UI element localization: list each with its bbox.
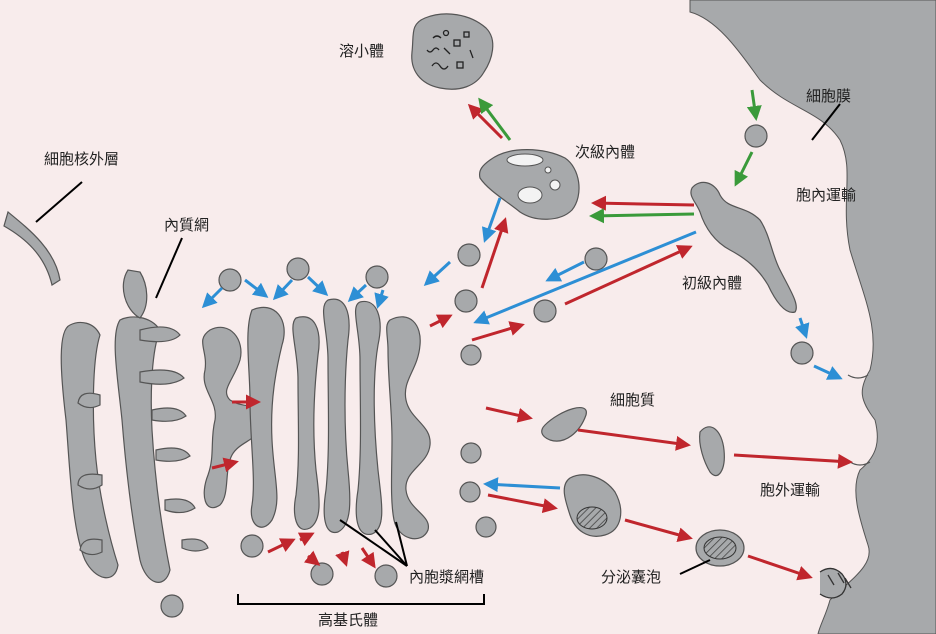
label-nuclear-outer-membrane: 細胞核外層 xyxy=(44,148,119,169)
label-cell-membrane: 細胞膜 xyxy=(806,85,851,106)
label-cytoplasm: 細胞質 xyxy=(610,389,655,410)
vesicle xyxy=(458,244,480,266)
label-exocytosis: 胞外運輸 xyxy=(760,479,820,500)
vesicle xyxy=(241,535,263,557)
lysosome xyxy=(412,14,493,89)
label-endocytosis: 胞內運輸 xyxy=(796,184,856,205)
cytoplasm-vesicle xyxy=(542,408,587,442)
label-secretory-vesicle: 分泌囊泡 xyxy=(601,566,661,587)
label-er: 內質網 xyxy=(164,214,209,235)
vesicle xyxy=(534,300,556,322)
late-endosome xyxy=(480,150,579,220)
label-late-endosome: 次級內體 xyxy=(575,141,635,162)
vesicle xyxy=(375,565,397,587)
vesicle xyxy=(366,266,388,288)
golgi-stack xyxy=(203,299,431,539)
vesicle xyxy=(461,345,481,365)
vesicle xyxy=(791,342,813,364)
vesicle xyxy=(460,482,480,502)
vesicle xyxy=(219,269,241,291)
label-lysosome: 溶小體 xyxy=(339,40,384,61)
vesicle xyxy=(745,125,767,147)
label-er-cisternae: 內胞漿網槽 xyxy=(409,566,484,587)
label-early-endosome: 初級內體 xyxy=(682,272,742,293)
label-golgi: 高基氏體 xyxy=(318,609,378,630)
vesicle xyxy=(311,563,333,585)
vesicle xyxy=(161,595,183,617)
secretory-granule xyxy=(564,475,620,536)
vesicle xyxy=(455,290,477,312)
endoplasmic-reticulum xyxy=(61,270,208,582)
nuclear-outer-membrane xyxy=(4,212,60,285)
secretory-vesicle xyxy=(696,530,744,566)
vesicle xyxy=(476,517,496,537)
golgi-bracket xyxy=(238,594,484,604)
vesicle xyxy=(461,443,481,463)
vesicle xyxy=(585,248,607,270)
vesicle xyxy=(287,258,309,280)
cytoplasm-vesicle xyxy=(700,427,725,476)
